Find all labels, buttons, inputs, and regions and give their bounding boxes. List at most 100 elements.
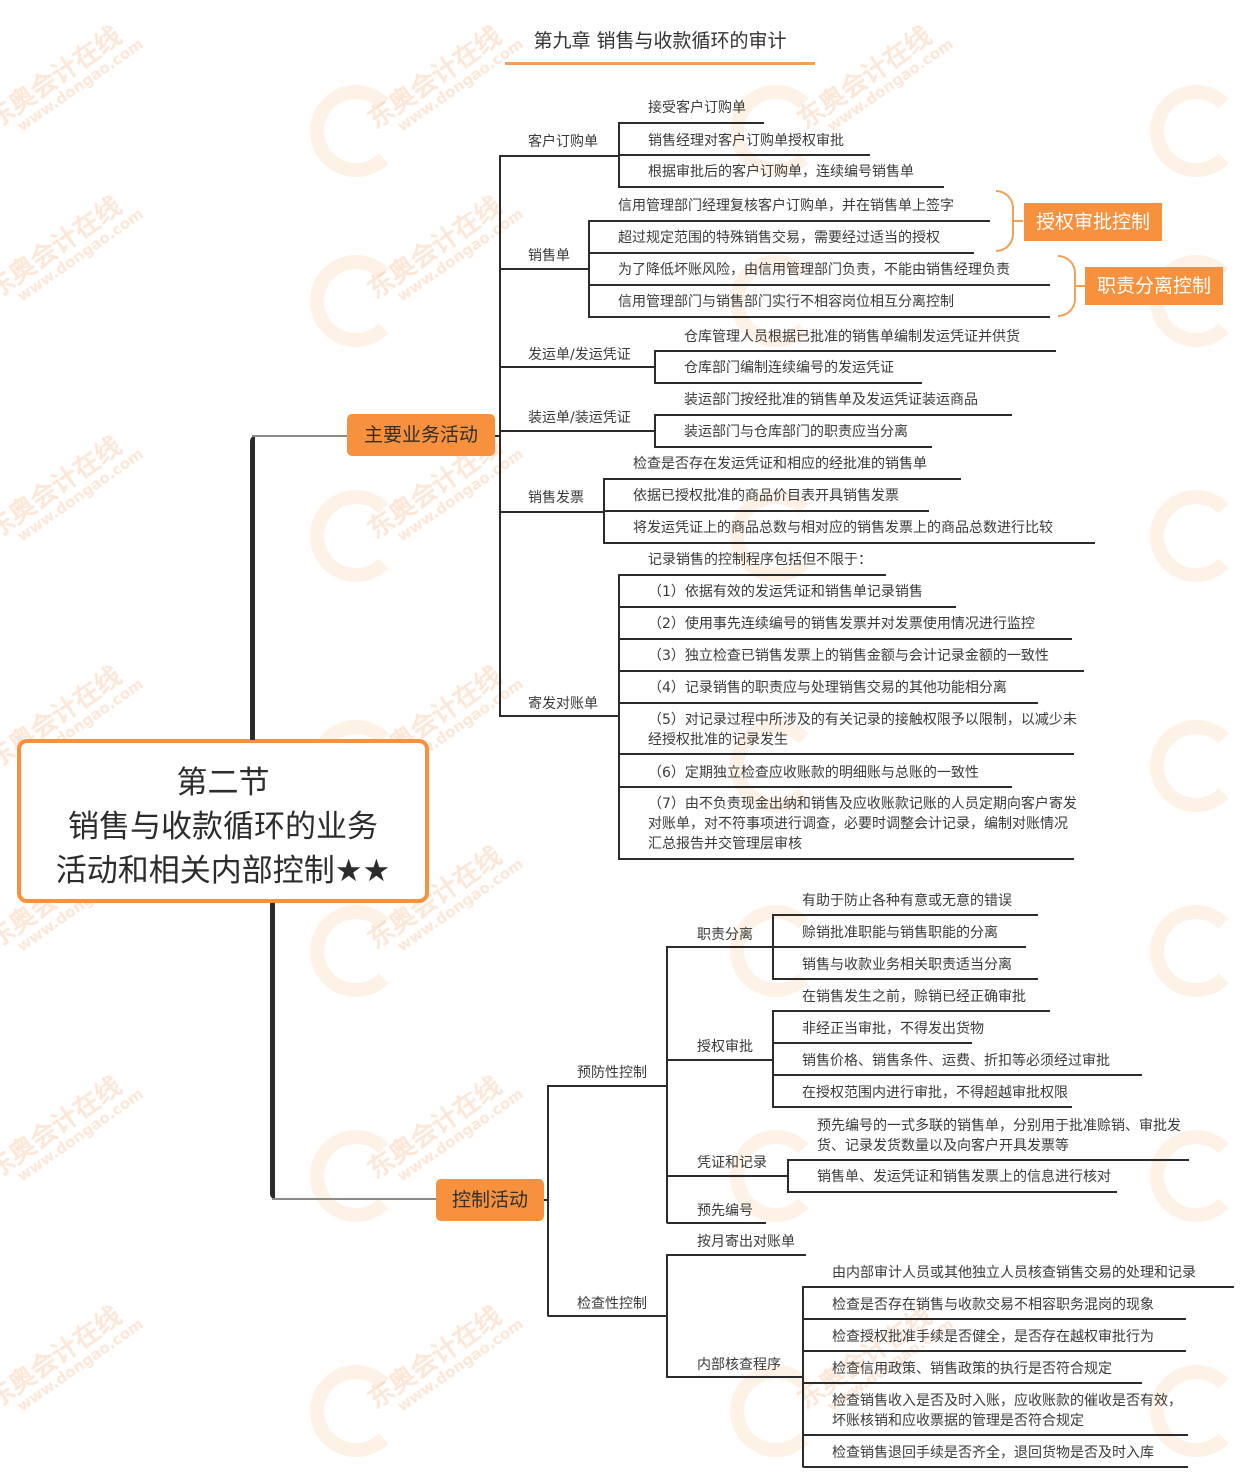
branch-control-activities[interactable]: 控制活动	[436, 1179, 544, 1221]
leaf[interactable]: 检查是否存在销售与收款交易不相容职务混岗的现象	[832, 1297, 1154, 1313]
root-topic[interactable]: 第二节 销售与收款循环的业务 活动和相关内部控制★★	[17, 739, 429, 903]
connector	[603, 542, 1095, 544]
connector	[772, 946, 1026, 948]
tag-authorization-control[interactable]: 授权审批控制	[1024, 203, 1162, 241]
leaf[interactable]: 将发运凭证上的商品总数与相对应的销售发票上的商品总数进行比较	[633, 520, 1053, 536]
connector	[772, 914, 1038, 916]
connector	[618, 753, 1074, 755]
leaf[interactable]: 销售与收款业务相关职责适当分离	[802, 957, 1012, 973]
leaf[interactable]: 有助于防止各种有意或无意的错误	[802, 893, 1012, 909]
leaf[interactable]: 记录销售的控制程序包括但不限于：	[648, 552, 872, 568]
connector	[802, 1287, 804, 1467]
leaf[interactable]: （1）依据有效的发运凭证和销售单记录销售	[648, 584, 923, 600]
group-documents-records[interactable]: 凭证和记录	[697, 1155, 767, 1171]
leaf[interactable]: （6）定期独立检查应收账款的明细账与总账的一致性	[648, 765, 979, 781]
connector	[603, 510, 929, 512]
connector	[588, 284, 1050, 286]
connector	[802, 1286, 1234, 1288]
leaf[interactable]: （7）由不负责现金出纳和销售及应收账款记账的人员定期向客户寄发对账单，对不符事项…	[648, 796, 1077, 852]
leaf[interactable]: 销售价格、销售条件、运费、折扣等必须经过审批	[802, 1053, 1110, 1069]
group-shipping-document[interactable]: 发运单/发运凭证	[528, 347, 631, 363]
leaf[interactable]: 预先编号的一式多联的销售单，分别用于批准赊销、审批发货、记录发货数量以及向客户开…	[817, 1118, 1181, 1154]
connector	[495, 435, 501, 437]
connector	[772, 1106, 1072, 1108]
connector	[618, 575, 620, 859]
leaf[interactable]: （3）独立检查已销售发票上的销售金额与会计记录金额的一致性	[648, 648, 1049, 664]
connector	[666, 1254, 806, 1256]
connector	[787, 1191, 1117, 1193]
connector	[499, 268, 589, 270]
leaf[interactable]: （5）对记录过程中所涉及的有关记录的接触权限予以限制，以减少未经授权批准的记录发…	[648, 712, 1077, 748]
leaf[interactable]: 销售经理对客户订购单授权审批	[648, 133, 844, 149]
connector	[802, 1382, 1142, 1384]
leaf[interactable]: （4）记录销售的职责应与处理销售交易的其他功能相分离	[648, 680, 1007, 696]
leaf[interactable]: 检查销售退回手续是否齐全，退回货物是否及时入库	[832, 1445, 1154, 1461]
leaf[interactable]: 仓库部门编制连续编号的发运凭证	[684, 360, 894, 376]
leaf[interactable]: 超过规定范围的特殊销售交易，需要经过适当的授权	[618, 230, 940, 246]
leaf[interactable]: 检查授权批准手续是否健全，是否存在越权审批行为	[832, 1329, 1154, 1345]
watermark-logo-icon	[310, 905, 402, 997]
leaf[interactable]: 检查是否存在发运凭证和相应的经批准的销售单	[633, 456, 927, 472]
connector	[654, 446, 932, 448]
leaf[interactable]: 销售单、发运凭证和销售发票上的信息进行核对	[817, 1169, 1111, 1185]
connector	[787, 1160, 789, 1192]
leaf[interactable]: 在授权范围内进行审批，不得超越审批权限	[802, 1085, 1068, 1101]
connector	[772, 1011, 774, 1107]
group-statement[interactable]: 寄发对账单	[528, 696, 598, 712]
root-line: 第二节	[176, 765, 270, 801]
connector	[772, 1074, 1142, 1076]
leaf[interactable]: 装运部门与仓库部门的职责应当分离	[684, 424, 908, 440]
connector	[772, 1010, 1050, 1012]
connector	[666, 1255, 668, 1377]
leaf[interactable]: （2）使用事先连续编号的销售发票并对发票使用情况进行监控	[648, 616, 1035, 632]
group-sales-order[interactable]: 销售单	[528, 248, 570, 264]
leaf[interactable]: 依据已授权批准的商品价目表开具销售发票	[633, 488, 899, 504]
leaf[interactable]: 由内部审计人员或其他独立人员核查销售交易的处理和记录	[832, 1265, 1196, 1281]
title-underline	[505, 62, 815, 65]
leaf[interactable]: 根据审批后的客户订购单，连续编号销售单	[648, 164, 914, 180]
leaf[interactable]: 仓库管理人员根据已批准的销售单编制发运凭证并供货	[684, 329, 1020, 345]
leaf[interactable]: 为了降低坏账风险，由信用管理部门负责，不能由销售经理负责	[618, 262, 1010, 278]
leaf[interactable]: 非经正当审批，不得发出货物	[802, 1021, 984, 1037]
group-customer-order[interactable]: 客户订购单	[528, 134, 598, 150]
connector	[618, 786, 1012, 788]
leaf[interactable]: 接受客户订购单	[648, 100, 746, 116]
branch-main-activities[interactable]: 主要业务活动	[347, 414, 495, 456]
leaf[interactable]: 在销售发生之前，赊销已经正确审批	[802, 989, 1026, 1005]
group-monthly-statement[interactable]: 按月寄出对账单	[697, 1234, 795, 1250]
connector	[250, 436, 255, 740]
group-loading-document[interactable]: 装运单/装运凭证	[528, 410, 631, 426]
brace-bracket	[1013, 220, 1023, 222]
leaf[interactable]: 信用管理部门经理复核客户订购单，并在销售单上签字	[618, 198, 954, 214]
group-prenumbering[interactable]: 预先编号	[697, 1203, 753, 1219]
watermark-logo-icon	[1150, 85, 1242, 177]
connector	[588, 252, 974, 254]
connector	[588, 316, 1050, 318]
chapter-title: 第九章 销售与收款循环的审计	[533, 30, 787, 52]
group-preventive-control[interactable]: 预防性控制	[577, 1065, 647, 1081]
leaf[interactable]: 检查销售收入是否及时入账，应收账款的催收是否有效，坏账核销和应收票据的管理是否符…	[832, 1393, 1182, 1429]
leaf[interactable]: 装运部门按经批准的销售单及发运凭证装运商品	[684, 392, 978, 408]
leaf[interactable]: 信用管理部门与销售部门实行不相容岗位相互分离控制	[618, 294, 954, 310]
connector	[270, 903, 275, 1199]
watermark-logo-icon	[1150, 720, 1242, 812]
group-sales-invoice[interactable]: 销售发票	[528, 490, 584, 506]
connector	[499, 715, 619, 717]
group-detective-control[interactable]: 检查性控制	[577, 1296, 647, 1312]
leaf[interactable]: 检查信用政策、销售政策的执行是否符合规定	[832, 1361, 1112, 1377]
group-authorization[interactable]: 授权审批	[697, 1039, 753, 1055]
connector	[618, 606, 956, 608]
root-line: 活动和相关内部控制★★	[55, 853, 391, 889]
tag-segregation-control[interactable]: 职责分离控制	[1085, 267, 1223, 305]
group-segregation[interactable]: 职责分离	[697, 927, 753, 943]
group-internal-review[interactable]: 内部核查程序	[697, 1357, 781, 1373]
connector	[547, 1085, 667, 1087]
leaf[interactable]: 赊销批准职能与销售职能的分离	[802, 925, 998, 941]
connector	[272, 1198, 436, 1200]
connector	[618, 186, 944, 188]
